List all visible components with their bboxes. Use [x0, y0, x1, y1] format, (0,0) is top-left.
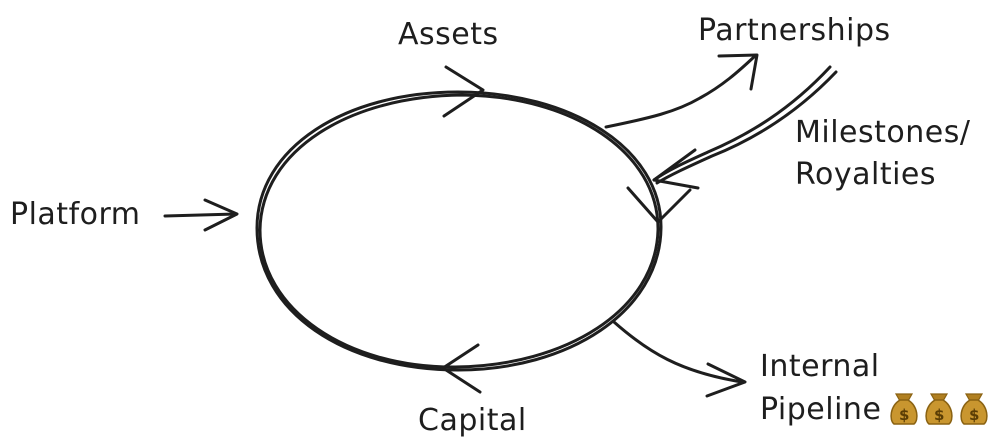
cycle-ellipse [255, 90, 663, 372]
cycle-arrowhead-top [442, 65, 485, 118]
platform-label: Platform [10, 197, 141, 232]
capital-label: Capital [418, 403, 527, 438]
internal-pipeline-label-line2: Pipeline [760, 392, 881, 427]
internal-pipeline-arrow [612, 320, 747, 398]
milestones-label-line1: Milestones/ [795, 115, 971, 150]
svg-text:$: $ [899, 406, 909, 424]
money-bag-icon: $ [925, 393, 953, 425]
milestones-label-line2: Royalties [795, 157, 936, 192]
svg-text:$: $ [934, 406, 944, 424]
partnerships-arrow [604, 53, 759, 129]
assets-label: Assets [398, 17, 499, 52]
internal-pipeline-label-line1: Internal [760, 349, 880, 384]
money-bag-icon: $ [960, 393, 988, 425]
partnerships-label: Partnerships [698, 13, 891, 48]
cycle-arrowhead-right [626, 186, 692, 224]
milestones-arrow [652, 65, 838, 190]
svg-text:$: $ [969, 406, 979, 424]
platform-arrow [163, 198, 239, 232]
cycle-arrowhead-bottom [441, 343, 482, 394]
money-bag-icon: $ [890, 393, 918, 425]
